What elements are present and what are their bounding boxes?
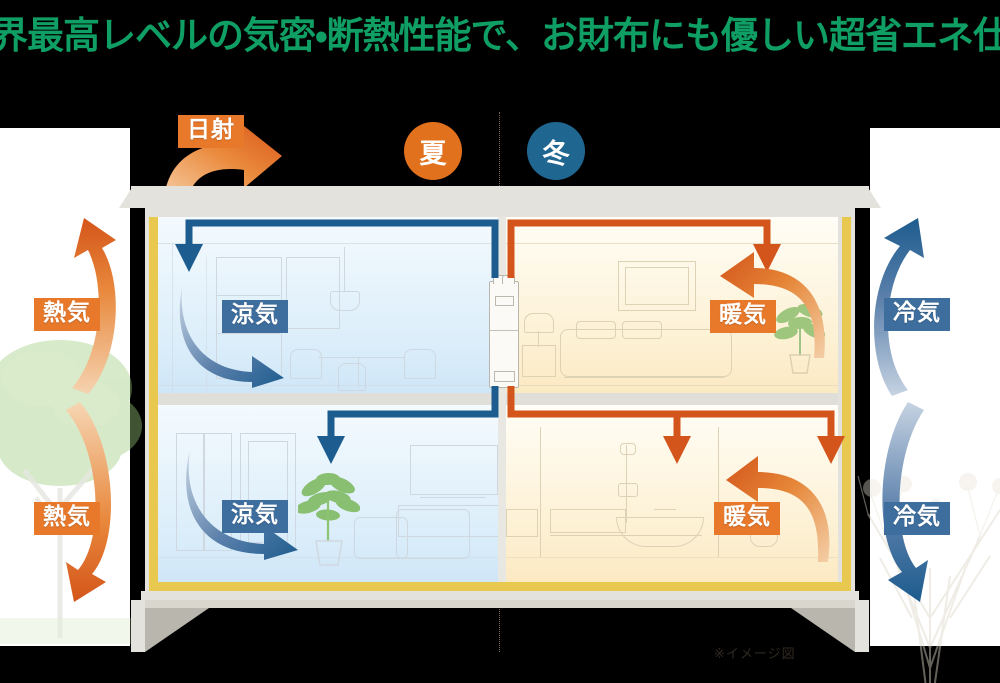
duct-arrow-warm-upper: [753, 244, 781, 272]
central-shaft: [498, 217, 506, 582]
hvac-vent: [494, 371, 515, 382]
wall-insulation-right: [842, 217, 851, 591]
wall-insulation-left: [149, 217, 158, 591]
foundation-post-left: [131, 600, 145, 652]
solar-gain-arrow: [164, 126, 282, 200]
page-title: 業界最高レベルの気密・断熱性能で、お財布にも優しい超省エネ仕様: [0, 14, 1000, 57]
floor-insulation-band: [153, 582, 847, 591]
season-badge-winter: 冬: [527, 122, 585, 180]
foundation-slab: [131, 600, 869, 608]
season-badge-winter-label: 冬: [542, 138, 570, 170]
foundation: [131, 600, 869, 652]
exterior-arrow-heat-upper: [72, 218, 116, 394]
label-warm-air-upper: 暖気: [710, 300, 776, 334]
room-lower-right-bath: [506, 405, 838, 582]
hvac-control-panel: [495, 296, 514, 306]
label-solar-gain: 日射: [178, 115, 244, 149]
room-upper-right-bedroom: [506, 217, 838, 393]
duct-arrow-cool-lower: [317, 436, 345, 464]
hvac-divider: [490, 330, 518, 331]
duct-arrow-warm-lower-toilet: [817, 436, 845, 464]
house-cutaway: [131, 186, 869, 646]
foundation-wing-left: [145, 608, 209, 652]
roof-slab: [131, 186, 869, 208]
exterior-arrow-cold-upper: [874, 218, 924, 396]
interior-arrow-warm-upper: [720, 252, 825, 358]
interior-arrow-warm-lower: [726, 456, 830, 562]
label-warm-air-lower: 暖気: [714, 502, 780, 536]
image-disclaimer: ※イメージ図: [714, 647, 796, 662]
exterior-arrow-heat-lower: [66, 402, 112, 602]
label-cold-lower: 冷気: [884, 502, 950, 536]
season-badge-summer-label: 夏: [419, 138, 447, 170]
foundation-post-right: [855, 600, 869, 652]
base-slab: [141, 591, 859, 600]
label-cold-upper: 冷気: [884, 298, 950, 332]
interior-arrow-cool-upper: [179, 288, 284, 388]
duct-arrow-warm-lower-bath: [663, 436, 691, 464]
label-heat-lower: 熱気: [34, 502, 100, 536]
season-badge-summer: 夏: [404, 122, 462, 180]
label-cool-air-upper: 涼気: [222, 300, 288, 334]
living-plant-icon: [298, 472, 360, 566]
exterior-arrow-cold-lower: [882, 402, 928, 602]
duct-network: [175, 219, 845, 464]
central-hvac-unit: [489, 275, 519, 388]
foundation-wing-right: [791, 608, 855, 652]
label-heat-upper: 熱気: [34, 298, 100, 332]
duct-arrow-cool-upper: [175, 244, 203, 272]
label-cool-air-lower: 涼気: [222, 500, 288, 534]
